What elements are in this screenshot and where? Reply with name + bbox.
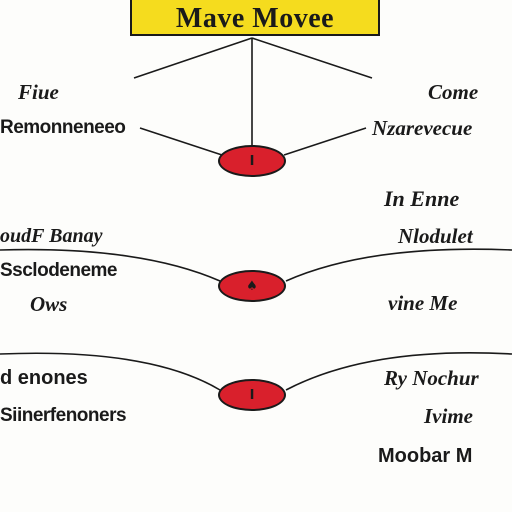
diagram-title: Mave Movee	[175, 3, 335, 34]
connector-node3-left	[0, 352, 221, 391]
diagram-node-1: I	[218, 145, 286, 177]
connector-node3-right	[285, 352, 512, 391]
node-2-symbol: ♠	[246, 278, 258, 294]
connector-node2-left	[0, 248, 221, 282]
left-label: oudF Banay	[0, 225, 103, 247]
right-label: Ivime	[424, 404, 473, 428]
connector-node1-left	[139, 127, 223, 156]
diagram-node-2: ♠	[218, 270, 286, 302]
connector-node1-right	[283, 127, 367, 156]
left-label: Fiue	[18, 80, 59, 104]
connector-node2-right	[285, 248, 512, 282]
left-label: Ssclodeneme	[0, 260, 118, 281]
right-label: vine Me	[388, 291, 458, 315]
connector-title-left	[133, 37, 253, 79]
node-3-symbol: I	[249, 387, 255, 403]
title-box: Mave Movee	[130, 0, 380, 36]
right-label: Nzarevecue	[372, 116, 473, 140]
connector-title-right	[251, 37, 373, 79]
right-label: Come	[428, 80, 479, 104]
right-label: In Enne	[384, 186, 460, 211]
left-label: Remonneneeo	[0, 117, 126, 138]
right-label: Moobar M	[378, 445, 473, 467]
left-label: Ows	[30, 292, 68, 316]
node-1-symbol: I	[249, 153, 255, 169]
right-label: Nlodulet	[398, 224, 473, 248]
diagram-node-3: I	[218, 379, 286, 411]
left-label: d enones	[0, 367, 88, 389]
right-label: Ry Nochur	[384, 366, 479, 390]
left-label: Siinerfenoners	[0, 405, 127, 426]
